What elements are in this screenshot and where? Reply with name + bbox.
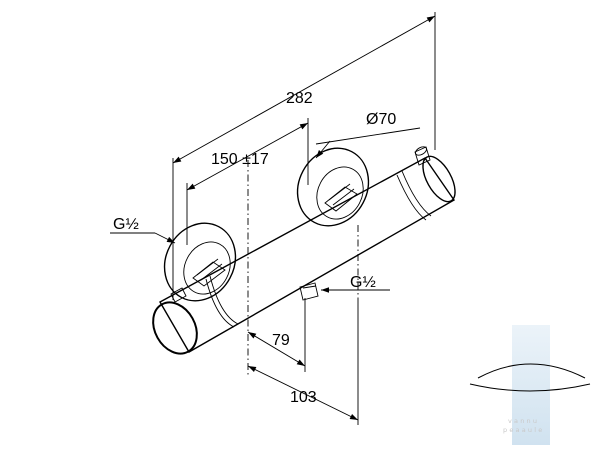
leader-inlet bbox=[110, 232, 176, 244]
mixer-body bbox=[152, 146, 456, 355]
center-lines bbox=[247, 160, 359, 375]
label-inlet-thread: G½ bbox=[113, 216, 139, 233]
label-overall-length: 282 bbox=[286, 90, 313, 107]
extension-lines bbox=[172, 12, 436, 425]
watermark-line2: peaaule bbox=[503, 426, 544, 434]
dimension-103 bbox=[247, 365, 359, 421]
label-center-distance: 150 ±17 bbox=[211, 151, 269, 168]
dimension-diameter bbox=[315, 127, 421, 159]
dimension-150 bbox=[186, 122, 309, 191]
label-outlet-thread: G½ bbox=[350, 274, 376, 291]
watermark-logo: vannu peaaule bbox=[469, 325, 591, 445]
label-wall-projection: 103 bbox=[290, 389, 317, 406]
watermark-line1: vannu bbox=[508, 417, 539, 425]
label-rosette-diameter: Ø70 bbox=[366, 111, 396, 128]
label-outlet-offset: 79 bbox=[272, 332, 290, 349]
rosette-right bbox=[296, 147, 370, 227]
dimension-79 bbox=[247, 331, 306, 367]
